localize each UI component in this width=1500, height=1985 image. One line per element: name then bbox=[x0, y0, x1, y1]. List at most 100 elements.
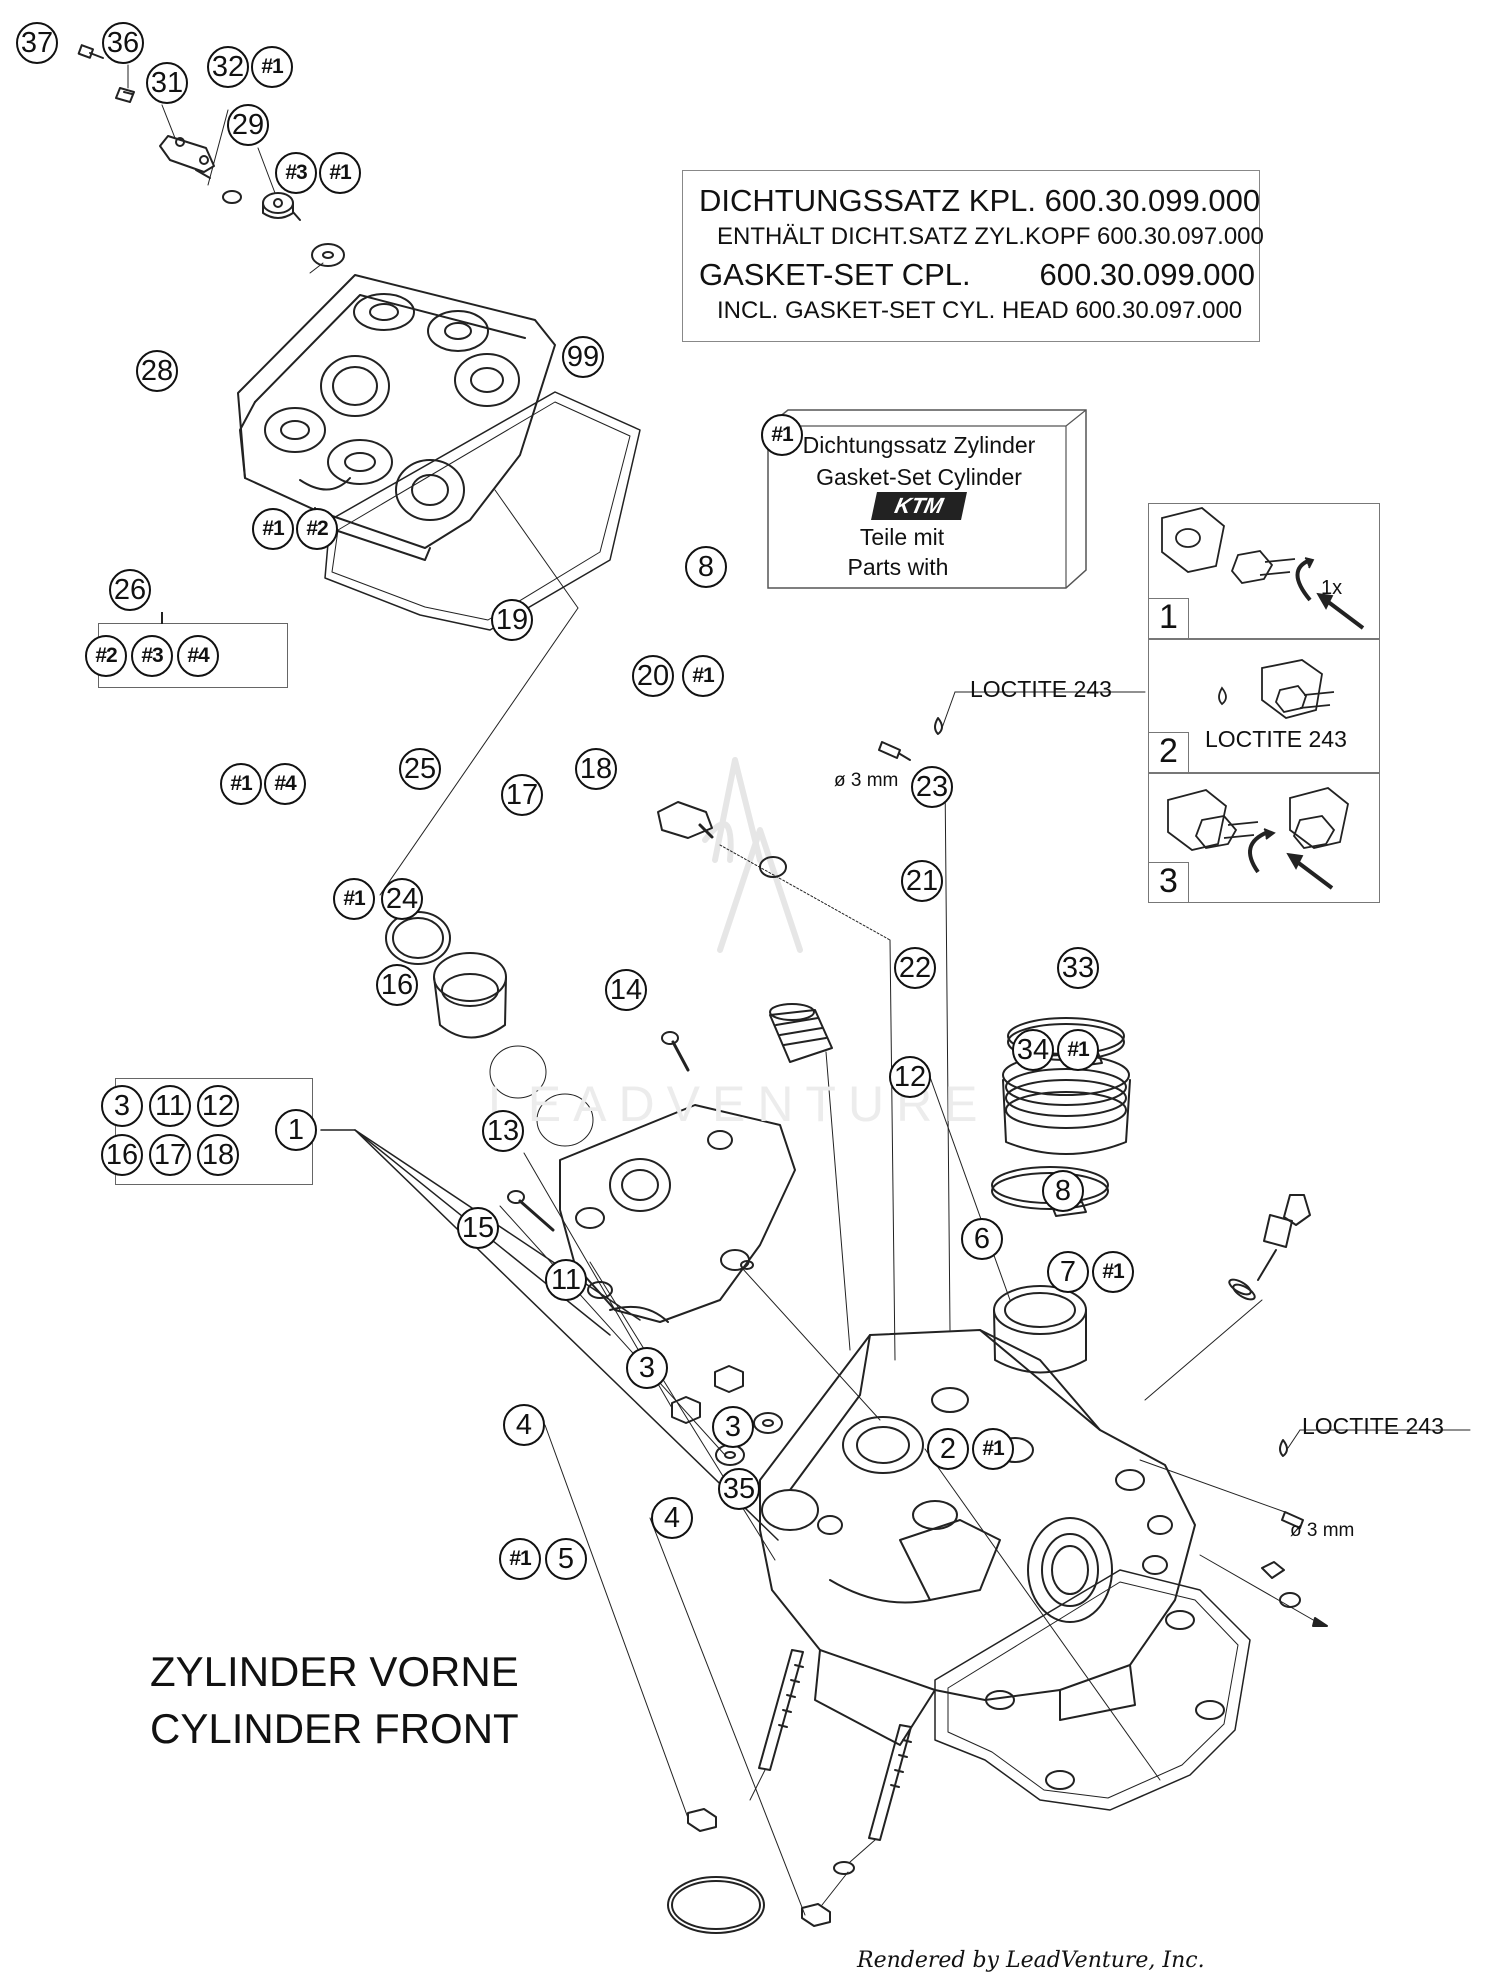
note-tag-callout: #2 bbox=[296, 508, 338, 550]
nut-4-left-drawing bbox=[687, 1808, 717, 1832]
pin-14-drawing bbox=[740, 1260, 881, 1421]
part-callout: 24 bbox=[381, 878, 423, 920]
sleeve-18-drawing bbox=[769, 1003, 851, 1351]
part-callout: 5 bbox=[545, 1538, 587, 1580]
step-2-loctite-label: LOCTITE 243 bbox=[1205, 726, 1347, 752]
note-tag-callout: #1 bbox=[319, 152, 361, 194]
gasket-set-sub-en: INCL. GASKET-SET CYL. HEAD 600.30.097.00… bbox=[717, 297, 1243, 324]
part-callout: 25 bbox=[399, 748, 441, 790]
head-gasket-2-drawing bbox=[934, 1569, 1251, 1811]
stud-3-right-drawing bbox=[868, 1724, 912, 1841]
part-callout: 8 bbox=[1042, 1170, 1084, 1212]
part-callout: 1 bbox=[275, 1109, 317, 1151]
note-tag-callout: #1 bbox=[682, 655, 724, 697]
assembly-steps-box: 1 2 3 1x LOCTITE 243 bbox=[1148, 503, 1380, 903]
gasket-set-line-de: DICHTUNGSSATZ KPL. 600.30.099.000 bbox=[699, 183, 1261, 218]
part-callout: 3 bbox=[626, 1347, 668, 1389]
part-callout: 21 bbox=[901, 860, 943, 902]
note-tag-callout: #1 bbox=[333, 878, 375, 920]
diagram-title-de: ZYLINDER VORNE bbox=[150, 1648, 519, 1695]
package-line-de: Dichtungssatz Zylinder bbox=[802, 432, 1036, 458]
intake-rubber-21-drawing bbox=[1002, 1054, 1131, 1155]
gasket-set-line-en: GASKET-SET CPL. 600.30.099.000 bbox=[699, 257, 1256, 292]
part-callout: 4 bbox=[503, 1404, 545, 1446]
part-callout: 11 bbox=[545, 1259, 587, 1301]
note-tag-callout: #3 bbox=[275, 152, 317, 194]
part-callout: 18 bbox=[197, 1134, 239, 1176]
bolt-37-drawing bbox=[77, 44, 104, 59]
step-1-rotation-label: 1x bbox=[1321, 577, 1343, 599]
package-parts-en: Parts with bbox=[847, 554, 949, 580]
gasket-set-info-box: DICHTUNGSSATZ KPL. 600.30.099.000 ENTHÄL… bbox=[682, 170, 1264, 342]
package-line-en: Gasket-Set Cylinder bbox=[816, 464, 1022, 490]
cap-29-drawing bbox=[262, 192, 301, 221]
washer-15-drawing bbox=[715, 1412, 783, 1466]
part-callout: 28 bbox=[136, 350, 178, 392]
cover-gasket-drawing bbox=[324, 391, 641, 631]
o-ring-32-drawing bbox=[222, 190, 242, 204]
part-callout: 3 bbox=[101, 1085, 143, 1127]
note-tag-callout: #1 bbox=[1057, 1029, 1099, 1071]
part-callout: 6 bbox=[961, 1218, 1003, 1260]
note-tag-callout: #4 bbox=[264, 763, 306, 805]
step-3-number: 3 bbox=[1159, 862, 1178, 900]
note-tag-callout: #1 bbox=[761, 414, 803, 456]
nut-13-drawing bbox=[671, 1365, 744, 1424]
camshaft-bridge-drawing bbox=[559, 1104, 796, 1323]
ring-35-drawing bbox=[833, 1861, 855, 1875]
o-ring-5-drawing bbox=[667, 1876, 765, 1934]
note-tag-callout: #1 bbox=[1092, 1251, 1134, 1293]
part-callout: 17 bbox=[149, 1134, 191, 1176]
washer-7-drawing bbox=[1279, 1592, 1301, 1608]
part-callout: 4 bbox=[651, 1497, 693, 1539]
part-callout: 12 bbox=[197, 1085, 239, 1127]
part-callout: 36 bbox=[102, 22, 144, 64]
render-credit: Rendered by LeadVenture, Inc. bbox=[857, 1948, 1205, 1973]
note-tag-callout: #1 bbox=[220, 763, 262, 805]
part-callout: 20 bbox=[632, 655, 674, 697]
part-callout: 31 bbox=[146, 62, 188, 104]
jet-8-lower-drawing bbox=[1139, 1429, 1471, 1529]
part-callout: 99 bbox=[562, 336, 604, 378]
part-callout: 33 bbox=[1057, 947, 1099, 989]
part-callout: 2 bbox=[927, 1428, 969, 1470]
part-callout: 3 bbox=[712, 1406, 754, 1448]
o-ring-drawing bbox=[385, 911, 451, 965]
watermark-flame-icon bbox=[702, 757, 803, 953]
diagram-title-en: CYLINDER FRONT bbox=[150, 1705, 519, 1752]
clip-36-drawing bbox=[115, 87, 135, 103]
part-callout: 22 bbox=[894, 947, 936, 989]
valve-cover-28-drawing bbox=[237, 274, 556, 561]
gasket-package-box: Dichtungssatz Zylinder Gasket-Set Cylind… bbox=[766, 408, 1088, 590]
step-2-number: 2 bbox=[1159, 732, 1178, 770]
jet-8-upper-drawing bbox=[878, 691, 1146, 1331]
note-tag-callout: #4 bbox=[177, 635, 219, 677]
o-ring-24-drawing bbox=[489, 1045, 547, 1099]
loctite-label-upper: LOCTITE 243 bbox=[970, 676, 1112, 702]
nut-4-right-drawing bbox=[801, 1903, 831, 1927]
temp-sensor-33-drawing bbox=[1257, 1194, 1311, 1281]
bolt-19-drawing bbox=[657, 801, 714, 839]
gasket-set-sub-de: ENTHÄLT DICHT.SATZ ZYL.KOPF 600.30.097.0… bbox=[717, 223, 1264, 250]
part-callout: 8 bbox=[685, 546, 727, 588]
part-callout: 15 bbox=[457, 1207, 499, 1249]
washer-drawing bbox=[311, 243, 345, 267]
part-callout: 13 bbox=[482, 1110, 524, 1152]
note-tag-callout: #1 bbox=[499, 1538, 541, 1580]
plug-25-drawing bbox=[433, 952, 507, 1039]
part-callout: 17 bbox=[501, 774, 543, 816]
step-1-number: 1 bbox=[1159, 598, 1178, 636]
part-callout: 32 bbox=[207, 46, 249, 88]
note-tag-callout: #1 bbox=[972, 1428, 1014, 1470]
plug-6-drawing bbox=[1261, 1561, 1285, 1579]
part-callout: 34 bbox=[1012, 1029, 1054, 1071]
part-callout: 16 bbox=[376, 964, 418, 1006]
screw-17-drawing bbox=[661, 1031, 690, 1072]
note-tag-callout: #3 bbox=[131, 635, 173, 677]
ktm-logo: KTM bbox=[871, 492, 967, 520]
kit-26-connector bbox=[161, 612, 163, 624]
part-callout: 23 bbox=[911, 766, 953, 808]
package-parts-de: Teile mit bbox=[859, 524, 945, 550]
loctite-label-lower: LOCTITE 243 bbox=[1302, 1413, 1444, 1439]
